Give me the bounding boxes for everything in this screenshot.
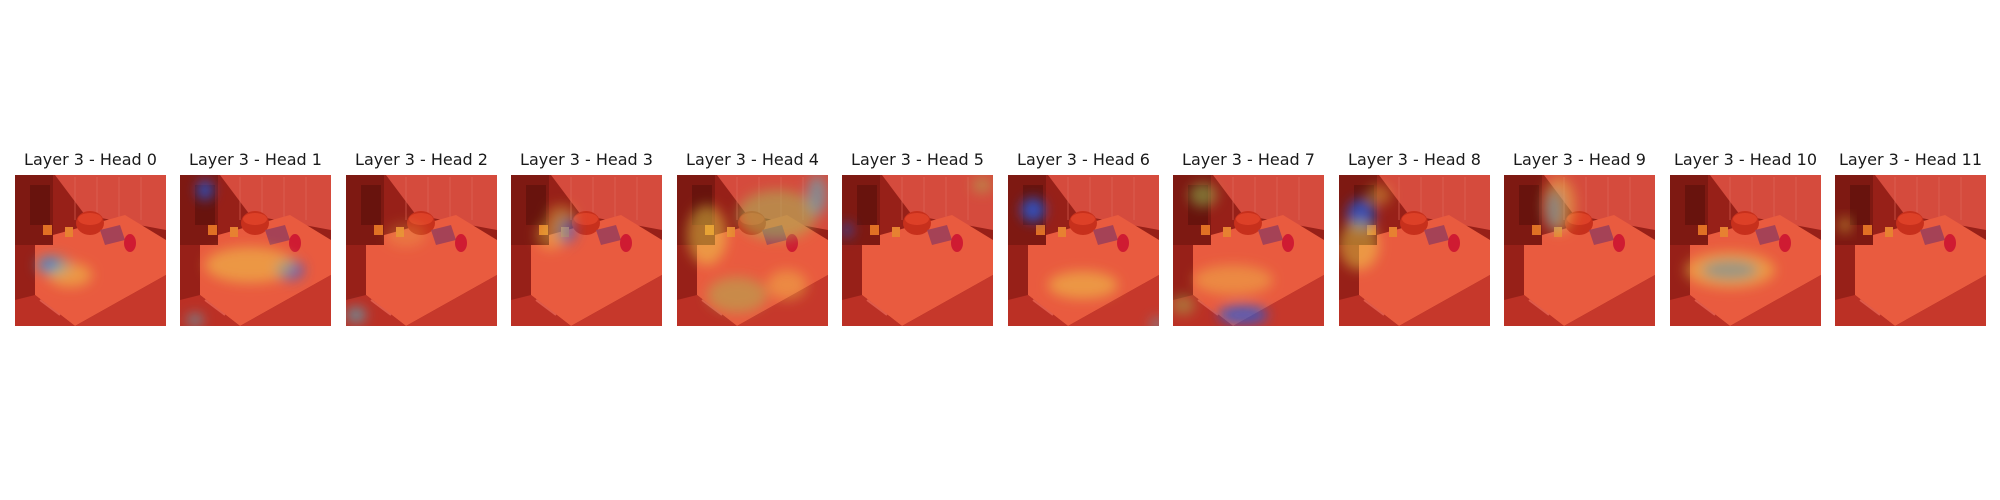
attention-heatmap-image <box>1173 175 1324 326</box>
attention-heatmap-image <box>180 175 331 326</box>
panel-title: Layer 3 - Head 8 <box>1348 150 1481 169</box>
panel-title: Layer 3 - Head 3 <box>520 150 653 169</box>
attention-heatmap-image <box>346 175 497 326</box>
attention-heatmap-image <box>677 175 828 326</box>
panel-title: Layer 3 - Head 10 <box>1673 150 1818 169</box>
panel-title: Layer 3 - Head 0 <box>24 150 157 169</box>
attention-heatmap-image <box>511 175 662 326</box>
attention-heatmap-image <box>1835 175 1986 326</box>
panel-title: Layer 3 - Head 4 <box>686 150 819 169</box>
attention-heatmap-image <box>1504 175 1655 326</box>
attention-heatmap-image <box>842 175 993 326</box>
panel-title: Layer 3 - Head 7 <box>1182 150 1315 169</box>
panel-title: Layer 3 - Head 9 <box>1513 150 1646 169</box>
panel-title: Layer 3 - Head 1 <box>189 150 322 169</box>
panel-title: Layer 3 - Head 11 <box>1838 150 1983 169</box>
attention-heatmap-image <box>15 175 166 326</box>
attention-heatmap-image <box>1339 175 1490 326</box>
panel-title: Layer 3 - Head 5 <box>851 150 984 169</box>
panel-title: Layer 3 - Head 2 <box>355 150 488 169</box>
panel-title: Layer 3 - Head 6 <box>1017 150 1150 169</box>
attention-heatmap-image <box>1008 175 1159 326</box>
attention-heatmap-image <box>1670 175 1821 326</box>
